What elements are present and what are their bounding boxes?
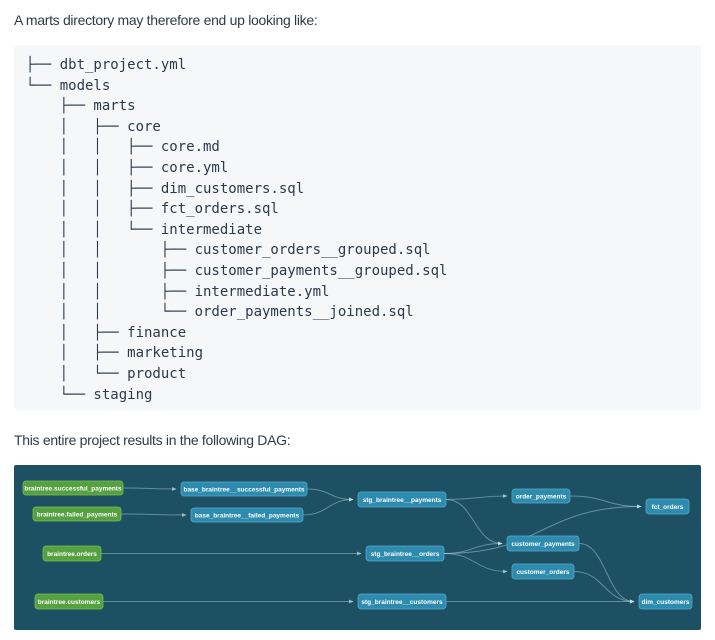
dag-node-dim-customers: dim_customers <box>638 593 693 610</box>
directory-tree-code-block: ├── dbt_project.yml └── models ├── marts… <box>14 45 701 410</box>
dag-node-stg-braintree-payments: stg_braintree__payments <box>357 491 447 508</box>
dag-node-customer-orders: customer_orders <box>511 563 575 580</box>
dag-node-stg-braintree-customers: stg_braintree__customers <box>357 593 447 610</box>
dag-node-label: stg_braintree__payments <box>363 497 442 504</box>
dag-node-braintree-failed-payments: braintree.failed_payments <box>32 506 122 522</box>
dag-node-label: order_payments <box>516 493 567 500</box>
dag-node-label: base_braintree__successful_payments <box>183 486 304 493</box>
dag-node-braintree-customers: braintree.customers <box>34 593 104 610</box>
dag-edge-customer-payments-to-dim-customers <box>578 543 635 604</box>
dag-intro-paragraph: This entire project results in the follo… <box>14 432 291 448</box>
dag-node-label: stg_braintree__orders <box>371 551 440 558</box>
dag-image: braintree.successful_payments base_braint… <box>14 465 701 630</box>
directory-tree-text: ├── dbt_project.yml └── models ├── marts… <box>26 57 448 403</box>
intro-paragraph: A marts directory may therefore end up l… <box>14 12 318 28</box>
dag-node-customer-payments: customer_payments <box>506 535 580 552</box>
dag-canvas: braintree.successful_payments base_braint… <box>14 465 701 630</box>
dag-node-label: braintree.failed_payments <box>37 511 118 518</box>
dag-node-fct-orders: fct_orders <box>645 498 690 515</box>
dag-edge-stg-braintree-orders-to-customer-orders <box>443 553 508 574</box>
dag-edge-braintree-failed-payments-to-base-braintree-failed-payments <box>120 512 187 517</box>
dag-edge-order-payments-to-fct-orders <box>569 495 642 509</box>
dag-node-braintree-successful-payments: braintree.successful_payments <box>22 480 124 496</box>
dag-node-label: braintree.customers <box>38 599 101 606</box>
dag-node-label: customer_orders <box>516 569 569 576</box>
dag-node-order-payments: order_payments <box>511 488 571 504</box>
dag-edge-base-braintree-failed-payments-to-stg-braintree-payments <box>302 497 354 516</box>
dag-edge-base-braintree-successful-payments-to-stg-braintree-payments <box>306 488 354 502</box>
dag-node-base-braintree-failed-payments: base_braintree__failed_payments <box>190 507 304 523</box>
dag-edge-customer-orders-to-dim-customers <box>573 571 635 604</box>
dag-node-stg-braintree-orders: stg_braintree__orders <box>365 545 445 562</box>
dag-edge-braintree-successful-payments-to-base-braintree-successful-payments <box>122 486 177 491</box>
dag-node-braintree-orders: braintree.orders <box>42 545 102 562</box>
dag-edge-stg-braintree-payments-to-order-payments <box>445 494 508 500</box>
dag-node-label: fct_orders <box>652 504 684 511</box>
dag-node-label: braintree.successful_payments <box>24 485 122 492</box>
dag-node-label: braintree.orders <box>47 551 97 558</box>
dag-node-label: dim_customers <box>641 599 689 606</box>
dag-node-label: customer_payments <box>511 541 575 548</box>
dag-node-label: stg_braintree__customers <box>361 599 443 606</box>
dag-edge-stg-braintree-orders-to-fct-orders <box>443 504 642 554</box>
dag-node-base-braintree-successful-payments: base_braintree__successful_payments <box>180 481 308 497</box>
dag-edge-stg-braintree-payments-to-customer-payments <box>445 499 503 546</box>
dag-background <box>14 465 701 630</box>
dag-edge-stg-braintree-orders-to-customer-payments <box>443 541 503 554</box>
dag-node-label: base_braintree__failed_payments <box>195 512 300 519</box>
